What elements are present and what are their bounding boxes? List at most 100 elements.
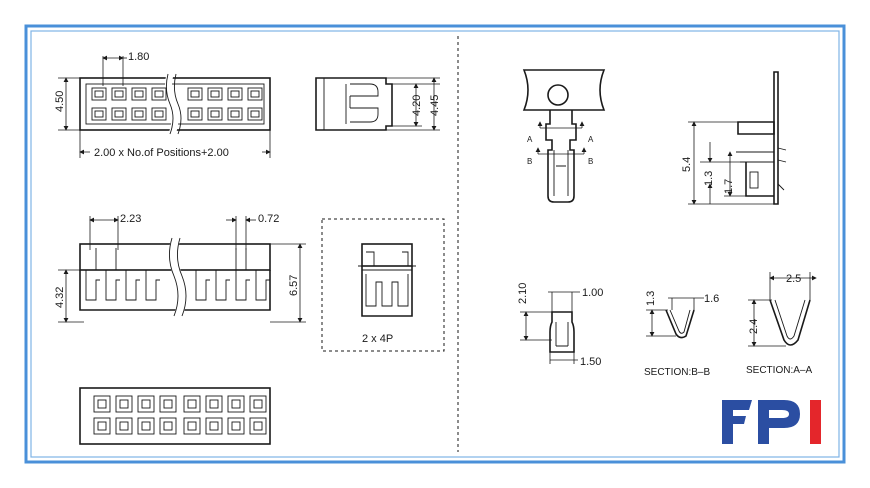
mark-a-right: A <box>588 135 594 144</box>
sec-aa-24: 2.4 <box>748 319 760 334</box>
dim-front-height: 4.32 <box>54 287 66 308</box>
dim-pitch: 1.80 <box>128 51 149 63</box>
top-cavity-inner <box>230 110 240 118</box>
top-cavity-inner <box>94 90 104 98</box>
dim-contact-150: 1.50 <box>580 356 601 368</box>
top-cavity <box>247 107 263 121</box>
top-cavity <box>91 87 107 101</box>
bottom-cavity-inner <box>187 421 197 431</box>
bottom-cavity <box>249 417 267 435</box>
bottom-cavity <box>249 395 267 413</box>
sec-aa-title: SECTION:A–A <box>746 365 812 376</box>
top-cavity-inner <box>210 90 220 98</box>
dim-term-17: 1.7 <box>723 179 735 194</box>
top-cavity-inner <box>154 110 164 118</box>
terminal-strip: A A B B <box>522 69 606 203</box>
top-cavity <box>187 107 203 121</box>
bottom-cavity-inner <box>97 421 107 431</box>
top-cavity-inner <box>134 110 144 118</box>
top-cavity-inner <box>154 90 164 98</box>
top-cavity <box>187 87 203 101</box>
dim-front-slot: 0.72 <box>258 213 279 225</box>
mark-b-left: B <box>527 157 532 166</box>
front-tooth <box>195 270 210 301</box>
bottom-cavity-inner <box>231 399 241 409</box>
outer-frame <box>24 24 846 464</box>
detail-caption: 2 x 4P <box>362 333 393 345</box>
front-tooth <box>235 270 250 301</box>
bottom-cavity-inner <box>163 421 173 431</box>
top-cavity <box>247 87 263 101</box>
dim-side-inner: 4.20 <box>411 95 423 116</box>
fpi-logo <box>722 400 821 444</box>
top-cavity <box>227 87 243 101</box>
top-cavity-inner <box>230 90 240 98</box>
top-cavity-inner <box>190 110 200 118</box>
bottom-cavity-inner <box>187 399 197 409</box>
top-cavity <box>151 87 167 101</box>
top-cavity-inner <box>190 90 200 98</box>
dim-side-outer: 4.45 <box>429 95 441 116</box>
bottom-cavity-inner <box>253 399 263 409</box>
top-cavity <box>111 87 127 101</box>
top-cavity-inner <box>114 90 124 98</box>
terminal-side: 5.4 1.3 1.7 <box>681 71 787 205</box>
bottom-cavity <box>183 417 201 435</box>
sec-bb-title: SECTION:B–B <box>644 367 710 378</box>
top-cavity <box>91 107 107 121</box>
bottom-cavity <box>205 395 223 413</box>
contact-detail: 1.00 2.10 1.50 <box>517 283 603 368</box>
detail-2x4p: 2 x 4P <box>321 218 445 352</box>
front-tooth <box>255 270 270 301</box>
top-cavity <box>131 107 147 121</box>
dim-front-width: 2.23 <box>120 213 141 225</box>
sec-bb-16: 1.6 <box>704 293 719 305</box>
dim-contact-100: 1.00 <box>582 287 603 299</box>
bottom-cavity-inner <box>141 421 151 431</box>
bottom-cavity <box>183 395 201 413</box>
mark-b-right: B <box>588 157 593 166</box>
side-view: 4.20 4.45 <box>315 77 441 131</box>
front-tooth <box>125 270 140 301</box>
mark-a-left: A <box>527 135 533 144</box>
bottom-cavity-inner <box>163 399 173 409</box>
bottom-cavity-inner <box>141 399 151 409</box>
front-tooth <box>105 270 120 301</box>
top-cavity-inner <box>114 110 124 118</box>
bottom-cavity <box>227 395 245 413</box>
top-cavity-inner <box>134 90 144 98</box>
bottom-cavity-inner <box>97 399 107 409</box>
top-cavity <box>151 107 167 121</box>
bottom-cavity <box>93 417 111 435</box>
bottom-cavity-inner <box>209 421 219 431</box>
bottom-cavity-inner <box>253 421 263 431</box>
bottom-cavity <box>115 417 133 435</box>
bottom-cavity <box>137 395 155 413</box>
dim-front-total: 6.57 <box>288 275 300 296</box>
front-view: 2.23 0.72 4.32 6.57 <box>54 213 306 323</box>
section-a-a: 2.5 2.4 SECTION:A–A <box>746 272 817 376</box>
top-cavity-inner <box>250 110 260 118</box>
top-view: 1.80 4.50 2.00 x No.of Positions+2.00 <box>54 51 271 159</box>
top-cavity <box>131 87 147 101</box>
bottom-cavity <box>115 395 133 413</box>
dim-length-formula: 2.00 x No.of Positions+2.00 <box>94 147 229 159</box>
dim-term-54: 5.4 <box>681 157 693 172</box>
bottom-cavity <box>159 395 177 413</box>
bottom-cavity <box>159 417 177 435</box>
dim-term-13: 1.3 <box>703 171 715 186</box>
front-tooth <box>215 270 230 301</box>
bottom-view <box>79 387 271 445</box>
bottom-cavity-inner <box>209 399 219 409</box>
top-cavity-inner <box>250 90 260 98</box>
top-cavity <box>227 107 243 121</box>
front-tooth <box>85 270 100 301</box>
bottom-cavity <box>205 417 223 435</box>
dim-contact-210: 2.10 <box>517 283 529 304</box>
bottom-cavity <box>137 417 155 435</box>
inner-frame <box>30 30 840 458</box>
bottom-cavity <box>93 395 111 413</box>
bottom-cavity <box>227 417 245 435</box>
top-cavity-inner <box>210 110 220 118</box>
